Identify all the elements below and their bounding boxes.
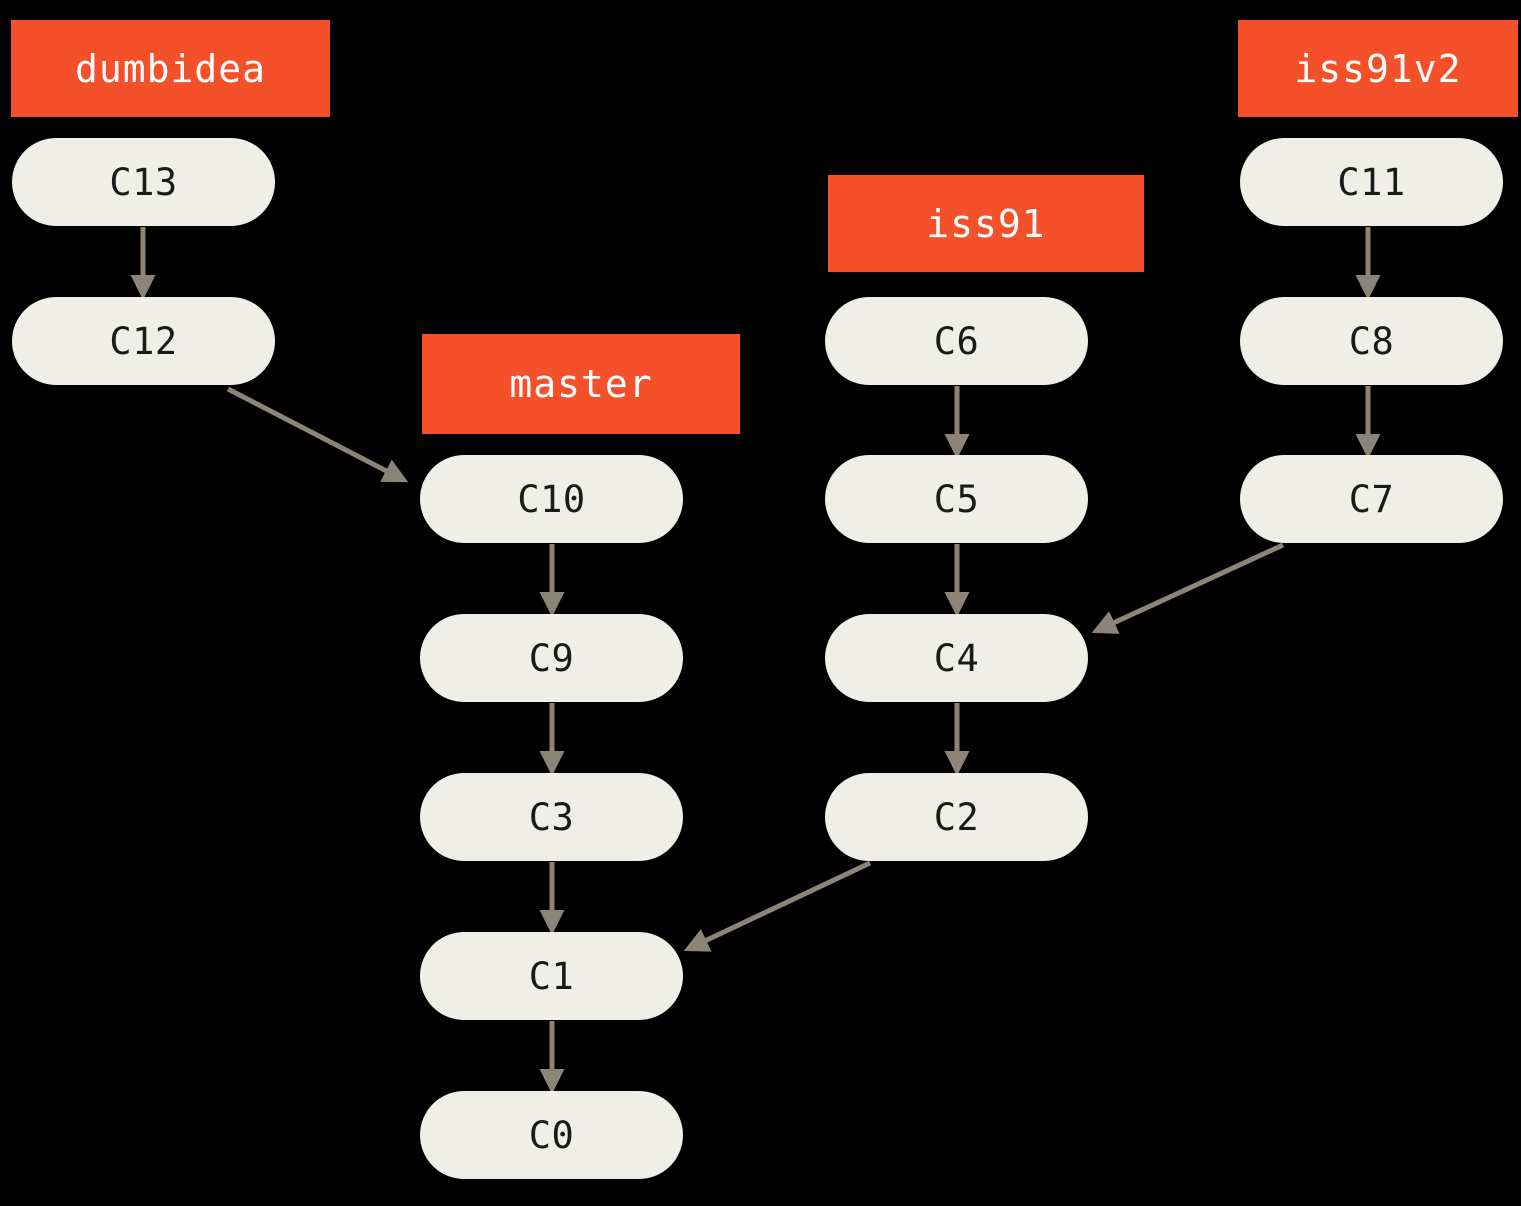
commit-node-C5[interactable]: C5: [825, 455, 1088, 543]
commit-node-C3[interactable]: C3: [420, 773, 683, 861]
commit-node-C6[interactable]: C6: [825, 297, 1088, 385]
branch-label-dumbidea[interactable]: dumbidea: [11, 20, 330, 117]
commit-node-C13[interactable]: C13: [12, 138, 275, 226]
branch-label-iss91[interactable]: iss91: [828, 175, 1144, 272]
commit-node-C8[interactable]: C8: [1240, 297, 1503, 385]
commit-node-C12[interactable]: C12: [12, 297, 275, 385]
commit-node-C7[interactable]: C7: [1240, 455, 1503, 543]
edge-C2-to-C1: [683, 860, 872, 952]
branch-label-master[interactable]: master: [422, 334, 740, 434]
commit-node-C2[interactable]: C2: [825, 773, 1088, 861]
edge-C7-to-C4: [1091, 542, 1285, 634]
commit-node-C11[interactable]: C11: [1240, 138, 1503, 226]
commit-node-C1[interactable]: C1: [420, 932, 683, 1020]
commit-node-C0[interactable]: C0: [420, 1091, 683, 1179]
commit-node-C9[interactable]: C9: [420, 614, 683, 702]
edge-C12-to-C10: [226, 386, 409, 483]
commit-node-C10[interactable]: C10: [420, 455, 683, 543]
branch-label-iss91v2[interactable]: iss91v2: [1238, 20, 1518, 117]
commit-node-C4[interactable]: C4: [825, 614, 1088, 702]
commit-edges: [130, 227, 1381, 1095]
